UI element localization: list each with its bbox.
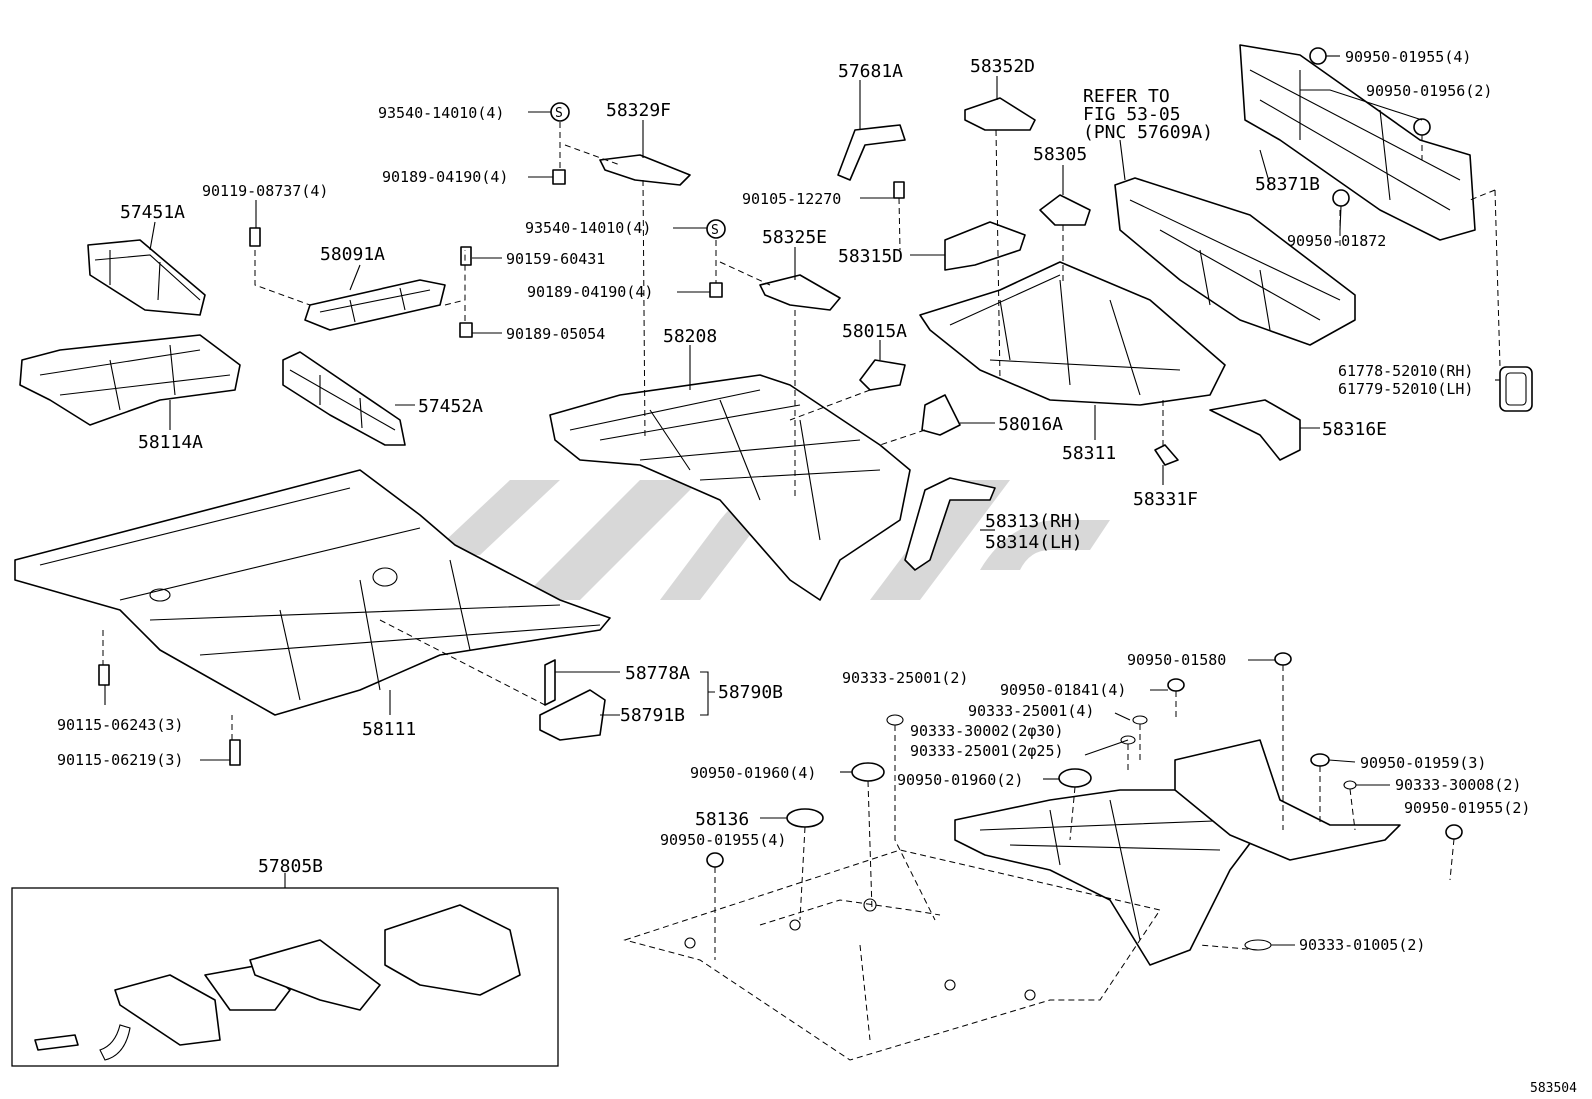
part-61778-drawing: [1499, 366, 1533, 412]
label-58790B: 58790B: [718, 682, 783, 703]
part-58315D-drawing: [944, 221, 1026, 271]
label-58329F: 58329F: [606, 100, 671, 121]
part-58325E-drawing: [759, 274, 841, 311]
part-58329F-drawing: [599, 154, 691, 186]
part-58111-drawing: [14, 469, 611, 716]
part-58015A-drawing: [859, 359, 906, 391]
refer-note-line3: (PNC 57609A): [1083, 122, 1213, 143]
label-58331F: 58331F: [1133, 489, 1198, 510]
label-90159-60431: 90159-60431: [506, 250, 605, 268]
label-58208: 58208: [663, 326, 717, 347]
label-58016A: 58016A: [998, 414, 1063, 435]
label-57451A: 57451A: [120, 202, 185, 223]
label-58091A: 58091A: [320, 244, 385, 265]
label-90950-01960-b: 90950-01960(2): [897, 771, 1023, 789]
diagram-id: 583504: [1530, 1081, 1577, 1096]
label-58136: 58136: [695, 809, 749, 830]
label-58305: 58305: [1033, 144, 1087, 165]
part-57451A-drawing: [87, 239, 206, 316]
label-90189-04190-a: 90189-04190(4): [382, 168, 508, 186]
part-58352D-drawing: [964, 97, 1036, 131]
label-90119-08737: 90119-08737(4): [202, 182, 328, 200]
label-61778: 61778-52010(RH): [1338, 362, 1473, 380]
label-58015A: 58015A: [842, 321, 907, 342]
label-90950-01955-2: 90950-01955(2): [1404, 799, 1530, 817]
label-90115-06219: 90115-06219(3): [57, 751, 183, 769]
label-57805B: 57805B: [258, 856, 323, 877]
label-90105-12270: 90105-12270: [742, 190, 841, 208]
label-58791B: 58791B: [620, 705, 685, 726]
label-90333-30002: 90333-30002(2φ30): [910, 722, 1064, 740]
label-58325E: 58325E: [762, 227, 827, 248]
refer-note-line2: FIG 53-05: [1083, 104, 1181, 125]
part-58016A-drawing: [921, 394, 961, 436]
leader-lines: [104, 55, 1500, 946]
label-90189-04190-b: 90189-04190(4): [527, 283, 653, 301]
part-57452A-drawing: [282, 351, 406, 446]
plug-58136-drawing: [706, 47, 1463, 951]
label-58778A: 58778A: [625, 663, 690, 684]
label-90950-01955-4a: 90950-01955(4): [1345, 48, 1471, 66]
part-58305-drawing: [1039, 194, 1091, 226]
refer-note-line1: REFER TO: [1083, 86, 1170, 107]
label-58352D: 58352D: [970, 56, 1035, 77]
label-61779: 61779-52010(LH): [1338, 380, 1473, 398]
part-58313-drawing: [904, 477, 996, 571]
label-90950-01956: 90950-01956(2): [1366, 82, 1492, 100]
label-57452A: 57452A: [418, 396, 483, 417]
part-58331F-drawing: [1154, 444, 1179, 466]
svg-text:S: S: [711, 223, 719, 238]
label-90950-01841: 90950-01841(4): [1000, 681, 1126, 699]
label-58315D: 58315D: [838, 246, 903, 267]
part-upper-right-insert-drawing: [1174, 739, 1401, 861]
label-90333-25001-a: 90333-25001(2): [842, 669, 968, 687]
part-57805B-box: [11, 887, 559, 1067]
label-90950-01959: 90950-01959(3): [1360, 754, 1486, 772]
labels: 57681A 58352D REFER TO FIG 53-05 (PNC 57…: [57, 48, 1577, 1096]
label-90950-01960-a: 90950-01960(4): [690, 764, 816, 782]
label-90950-01580: 90950-01580: [1127, 651, 1226, 669]
label-90950-01872: 90950-01872: [1287, 232, 1386, 250]
label-58371B: 58371B: [1255, 174, 1320, 195]
part-58114A-drawing: [19, 334, 241, 426]
part-57609A-drawing: [1114, 177, 1356, 346]
part-58091A-drawing: [304, 279, 446, 331]
label-58314: 58314(LH): [985, 532, 1083, 553]
label-58313: 58313(RH): [985, 511, 1083, 532]
part-58790B-drawing: [539, 659, 606, 741]
part-58316E-drawing: [1209, 399, 1301, 461]
label-90950-01955-4b: 90950-01955(4): [660, 831, 786, 849]
label-93540-14010-b: 93540-14010(4): [525, 219, 651, 237]
label-90333-25001-c: 90333-25001(2φ25): [910, 742, 1064, 760]
label-58114A: 58114A: [138, 432, 203, 453]
label-93540-14010-a: 93540-14010(4): [378, 104, 504, 122]
label-90333-25001-b: 90333-25001(4): [968, 702, 1094, 720]
label-90333-01005: 90333-01005(2): [1299, 936, 1425, 954]
svg-text:S: S: [555, 106, 563, 121]
label-90115-06243: 90115-06243(3): [57, 716, 183, 734]
label-58311: 58311: [1062, 443, 1116, 464]
part-58311-drawing: [919, 261, 1226, 406]
part-lower-right-floor-drawing: [954, 789, 1261, 966]
label-58316E: 58316E: [1322, 419, 1387, 440]
label-58111: 58111: [362, 719, 416, 740]
part-58371B-drawing: [1239, 44, 1476, 241]
part-58208-drawing: [549, 374, 911, 601]
label-90189-05054: 90189-05054: [506, 325, 605, 343]
part-57681A-drawing: [837, 124, 906, 181]
label-57681A: 57681A: [838, 61, 903, 82]
label-90333-30008: 90333-30008(2): [1395, 776, 1521, 794]
